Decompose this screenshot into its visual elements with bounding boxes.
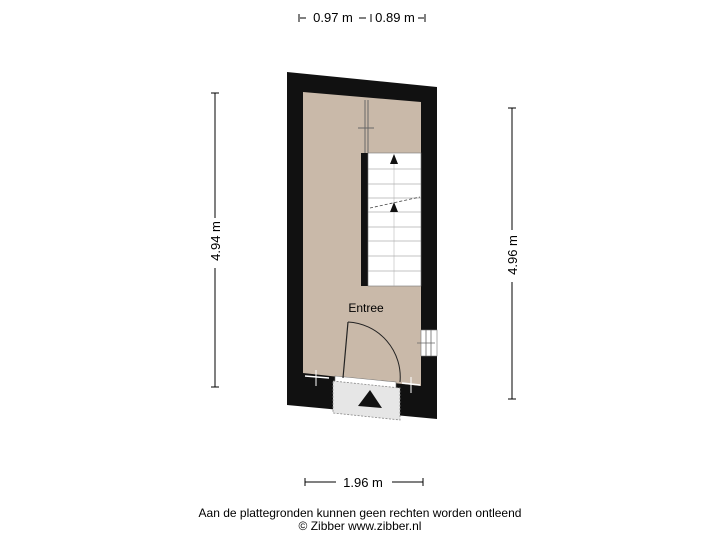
dimension-right: 4.96 m [505, 235, 520, 275]
bottom-dimension-line [304, 478, 424, 486]
dimension-top-left: 0.97 m [313, 10, 353, 25]
dimension-left: 4.94 m [208, 221, 223, 261]
entrance-arrow-icon [358, 390, 382, 408]
door-frame-ticks [315, 370, 412, 393]
footer-copyright: © Zibber www.zibber.nl [298, 519, 422, 533]
door-leaf [342, 321, 349, 379]
stair-steps [368, 158, 421, 286]
stair-arrow-icon [390, 202, 398, 212]
door-swing-arc [347, 321, 401, 383]
left-dimension-line [211, 92, 219, 388]
stair-cut-line [369, 196, 421, 209]
dimension-bottom: 1.96 m [343, 475, 383, 490]
stairs [367, 152, 422, 287]
stair-divider-wall [361, 153, 368, 286]
stair-top-marks [358, 100, 374, 153]
top-dimensions [298, 14, 426, 22]
footer-disclaimer: Aan de plattegronden kunnen geen rechten… [198, 506, 522, 520]
room-label-entree: Entree [348, 301, 384, 315]
side-window-marks [417, 330, 435, 356]
stair-arrow-icon [390, 154, 398, 164]
right-dimension-line [508, 107, 516, 400]
dimension-top-right: 0.89 m [375, 10, 415, 25]
